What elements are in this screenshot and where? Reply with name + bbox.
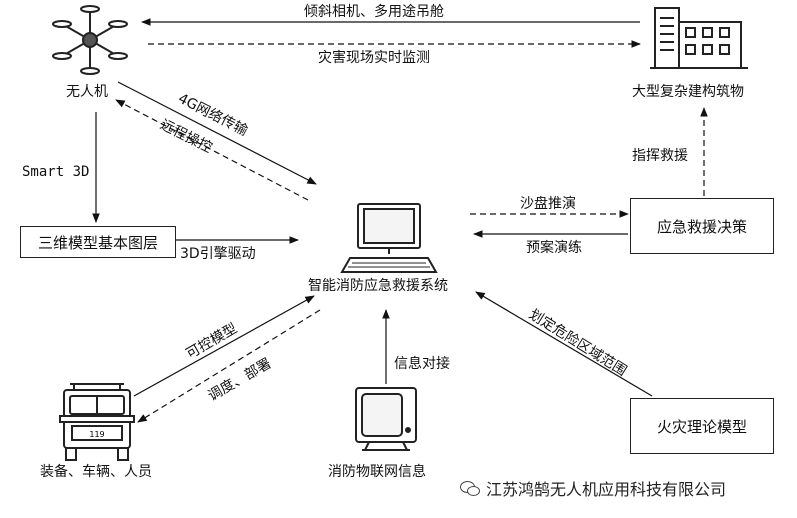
edge-label-sandbox: 沙盘推演 (520, 196, 576, 212)
edge-label-drill: 预案演练 (526, 240, 582, 256)
edge-label-live-monitor: 灾害现场实时监测 (318, 50, 430, 66)
node-base-layer: 三维模型基本图层 (20, 226, 176, 258)
building-icon (650, 7, 748, 69)
node-decision: 应急救援决策 (630, 198, 774, 254)
node-vehicle-label: 装备、车辆、人员 (40, 464, 152, 480)
edge-label-command: 指挥救援 (632, 148, 688, 164)
edge-label-smart3d: Smart 3D (22, 164, 90, 180)
monitor-icon (355, 387, 417, 451)
node-fire-model: 火灾理论模型 (630, 398, 774, 454)
edge-label-info-dock: 信息对接 (394, 356, 450, 372)
watermark: 江苏鸿鹄无人机应用科技有限公司 (460, 476, 726, 500)
fire-truck-icon (59, 383, 135, 461)
watermark-text: 江苏鸿鹄无人机应用科技有限公司 (486, 480, 727, 499)
truck-number: 119 (89, 430, 104, 439)
node-drone-label: 无人机 (66, 84, 108, 100)
node-system-label: 智能消防应急救援系统 (308, 278, 448, 294)
edge-remote (115, 99, 309, 201)
wechat-icon (460, 480, 480, 496)
drone-icon (52, 5, 128, 75)
edge-dispatch (137, 309, 321, 423)
computer-icon (340, 203, 438, 273)
node-building-label: 大型复杂建构筑物 (632, 84, 744, 100)
edge-control-model (133, 295, 315, 397)
edge-label-engine3d: 3D引擎驱动 (180, 246, 256, 262)
edge-danger-zone (475, 291, 653, 397)
edge-4g (117, 81, 317, 185)
node-iot-label: 消防物联网信息 (328, 464, 426, 480)
edge-label-tilt-camera: 倾斜相机、多用途吊舱 (304, 4, 444, 20)
